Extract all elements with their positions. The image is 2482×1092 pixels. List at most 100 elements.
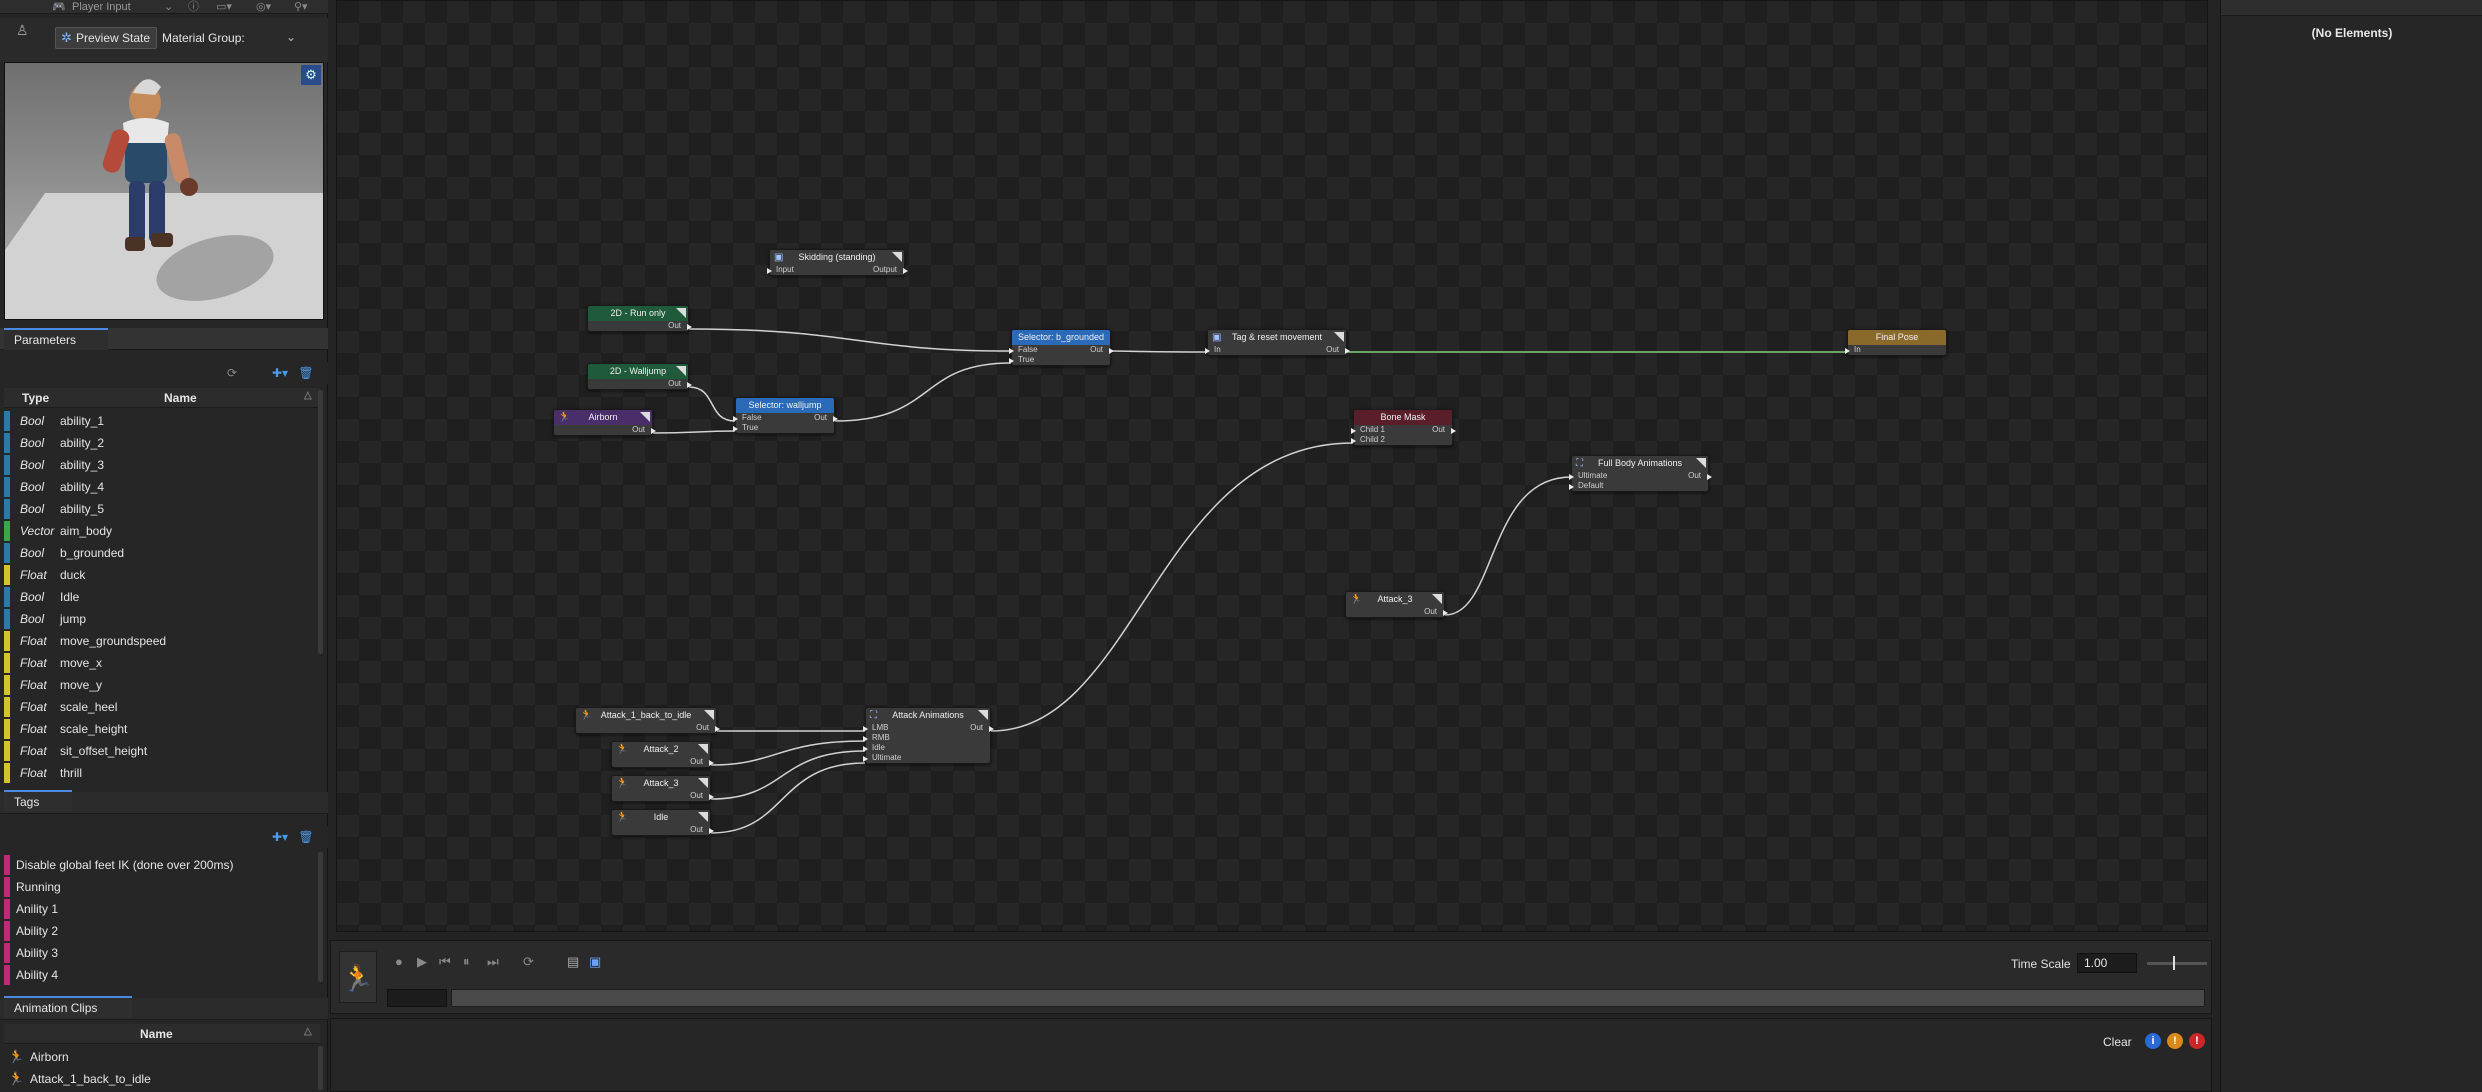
pin-out[interactable]: Out <box>588 379 692 389</box>
pin-ultimate[interactable]: Ultimate <box>863 753 990 763</box>
pin-out[interactable]: Out <box>588 321 692 331</box>
node-attack-2[interactable]: 🏃 Attack_2 Out <box>611 741 714 768</box>
add-tag-button[interactable]: ✚▾ <box>272 830 289 844</box>
tab-parameters[interactable]: Parameters <box>4 328 108 350</box>
node-header[interactable]: 2D - Run only <box>588 306 688 321</box>
film-icon[interactable]: ▤ <box>567 954 580 969</box>
clip-row[interactable]: 🏃Airborn <box>4 1046 316 1068</box>
chevron-down-icon[interactable]: ⌄ <box>164 1 174 13</box>
time-scale-input[interactable]: 1.00 <box>2077 953 2137 973</box>
node-attack-3-right[interactable]: 🏃 Attack_3 Out <box>1345 591 1448 618</box>
node-airborn[interactable]: 🏃 Airborn Out <box>553 409 656 436</box>
node-header[interactable]: 🏃 Idle <box>612 810 710 825</box>
pin-out[interactable]: Out <box>612 791 714 801</box>
node-header[interactable]: Selector: b_grounded <box>1012 330 1110 345</box>
node-header[interactable]: Bone Mask <box>1354 410 1452 425</box>
col-type[interactable]: Type <box>22 391 50 405</box>
collapse-icon[interactable] <box>1696 458 1706 468</box>
collapse-icon[interactable] <box>676 366 686 376</box>
time-scale-slider-knob[interactable] <box>2173 956 2175 970</box>
pin-out[interactable]: Out <box>1346 607 1448 617</box>
pause-icon[interactable]: ⏸ <box>463 954 470 969</box>
node-walljump[interactable]: 2D - Walljump Out <box>587 363 692 390</box>
pin-default[interactable]: Default <box>1569 481 1708 491</box>
node-run-only[interactable]: 2D - Run only Out <box>587 305 692 332</box>
step-forward-icon[interactable]: ⏭ <box>487 954 499 969</box>
collapse-icon[interactable] <box>698 744 708 754</box>
run-character-icon[interactable]: 🏃 <box>339 951 377 1003</box>
collapse-icon[interactable] <box>640 412 650 422</box>
collapse-icon[interactable] <box>698 778 708 788</box>
pose-icon[interactable]: ⚲▾ <box>294 1 308 13</box>
step-back-icon[interactable]: ⏮ <box>439 954 451 969</box>
tag-row[interactable]: Anility 1 <box>4 898 316 920</box>
collapse-icon[interactable] <box>676 308 686 318</box>
pin-out[interactable]: Out <box>612 825 714 835</box>
delete-parameter-button[interactable]: 🗑 <box>298 366 314 380</box>
pin-out[interactable]: Out <box>554 425 656 435</box>
tag-row[interactable]: Ability 3 <box>4 942 316 964</box>
col-name[interactable]: Name <box>164 391 197 405</box>
collapse-icon[interactable] <box>698 812 708 822</box>
node-attack-3-left[interactable]: 🏃 Attack_3 Out <box>611 775 714 802</box>
node-final-pose[interactable]: Final Pose In <box>1845 329 1947 356</box>
parameters-scrollbar[interactable] <box>318 390 323 654</box>
node-header[interactable]: 🏃 Attack_2 <box>612 742 710 757</box>
tag-row[interactable]: Disable global feet IK (done over 200ms) <box>4 854 316 876</box>
gamepad-icon[interactable]: 🎮 <box>52 1 66 13</box>
tab-animation-clips[interactable]: Animation Clips <box>4 996 132 1018</box>
node-header[interactable]: 🏃 Attack_3 <box>612 776 710 791</box>
sort-icon[interactable]: △ <box>304 390 312 401</box>
record-icon[interactable]: ● <box>395 954 403 969</box>
node-header[interactable]: ⛶ Attack Animations <box>866 708 990 723</box>
view-options-icon[interactable]: ▭▾ <box>216 1 232 13</box>
pin-rmb[interactable]: RMB <box>863 733 990 743</box>
info-icon[interactable]: ⓘ <box>188 1 199 13</box>
clips-scrollbar[interactable] <box>318 1046 323 1090</box>
node-header[interactable]: 🏃 Attack_1_back_to_idle <box>576 708 716 723</box>
node-header[interactable]: Selector: walljump <box>736 398 834 413</box>
tag-row[interactable]: Ability 4 <box>4 964 316 986</box>
pin-in[interactable]: In <box>1845 345 1946 355</box>
node-header[interactable]: 🏃 Attack_3 <box>1346 592 1444 607</box>
preview-state-button[interactable]: ✲ Preview State <box>55 27 157 49</box>
viewport-settings-button[interactable]: ⚙ <box>301 65 321 85</box>
delete-tag-button[interactable]: 🗑 <box>298 830 314 844</box>
play-icon[interactable]: ▶ <box>417 954 427 969</box>
warning-filter-icon[interactable]: ! <box>2167 1033 2183 1049</box>
refresh-icon[interactable]: ⟳ <box>226 366 238 380</box>
node-header[interactable]: 🏃 Airborn <box>554 410 652 425</box>
node-header[interactable]: ▣ Skidding (standing) <box>770 250 904 265</box>
node-header[interactable]: ▣ Tag & reset movement <box>1208 330 1346 345</box>
node-attack-1-back-to-idle[interactable]: 🏃 Attack_1_back_to_idle Out <box>575 707 720 734</box>
character-icon[interactable]: ♙ <box>16 22 29 38</box>
loop-icon[interactable]: ⟳ <box>523 954 534 969</box>
camera-icon[interactable]: ▣ <box>589 954 602 969</box>
tab-tags[interactable]: Tags <box>4 790 72 812</box>
visibility-icon[interactable]: ◎▾ <box>256 1 272 13</box>
character-preview-viewport[interactable]: ⚙ <box>4 62 324 320</box>
pin-out[interactable]: Out <box>612 757 714 767</box>
